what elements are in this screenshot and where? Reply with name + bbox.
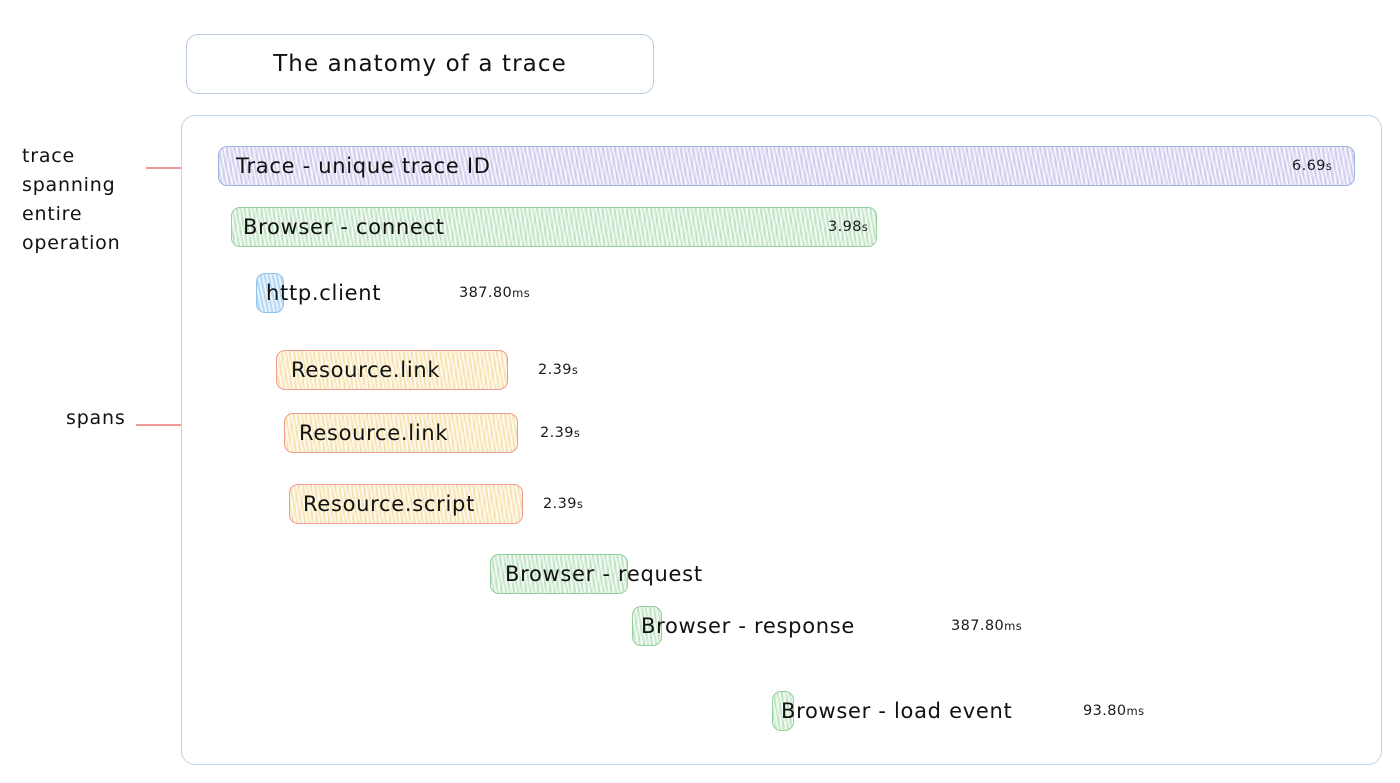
duration-value-http-client: 387.80 xyxy=(459,285,513,301)
span-bar-http-client[interactable] xyxy=(256,273,284,313)
title-box: The anatomy of a trace xyxy=(186,34,654,94)
span-bar-trace[interactable] xyxy=(218,146,1355,186)
duration-value-resource-script: 2.39 xyxy=(543,496,577,512)
span-bar-browser-load-event[interactable] xyxy=(772,691,794,731)
span-bar-resource-link-2[interactable] xyxy=(284,413,518,453)
duration-unit-browser-response: ms xyxy=(1004,619,1023,633)
annotation-trace-spanning-entire-operation: trace spanning entire operation xyxy=(22,145,121,254)
span-bar-resource-link-1[interactable] xyxy=(276,350,508,390)
duration-unit-browser-load-event: ms xyxy=(1126,704,1145,718)
duration-value-browser-load-event: 93.80 xyxy=(1083,703,1127,719)
duration-value-browser-response: 387.80 xyxy=(951,618,1005,634)
duration-unit-trace: s xyxy=(1325,159,1333,173)
span-label-browser-load-event: Browser - load event xyxy=(781,699,1013,723)
annotation-spans: spans xyxy=(66,407,126,429)
spans-leader-line xyxy=(136,424,212,426)
duration-unit-resource-link-1: s xyxy=(571,363,579,377)
duration-unit-resource-link-2: s xyxy=(573,426,581,440)
duration-value-trace: 6.69 xyxy=(1292,158,1326,174)
duration-value-resource-link-1: 2.39 xyxy=(538,362,572,378)
span-row-browser-request[interactable]: Browser - request xyxy=(0,554,1400,594)
page-title: The anatomy of a trace xyxy=(273,51,567,77)
span-bar-browser-connect[interactable] xyxy=(231,207,877,247)
duration-unit-resource-script: s xyxy=(576,497,584,511)
span-label-browser-response: Browser - response xyxy=(641,614,856,638)
duration-unit-http-client: ms xyxy=(512,286,531,300)
span-bar-browser-response[interactable] xyxy=(632,606,662,646)
span-bar-browser-request[interactable] xyxy=(490,554,628,594)
duration-unit-browser-connect: s xyxy=(861,220,869,234)
duration-value-resource-link-2: 2.39 xyxy=(540,425,574,441)
duration-value-browser-connect: 3.98 xyxy=(828,219,862,235)
span-bar-resource-script[interactable] xyxy=(289,484,523,524)
trace-leader-line xyxy=(146,167,212,169)
